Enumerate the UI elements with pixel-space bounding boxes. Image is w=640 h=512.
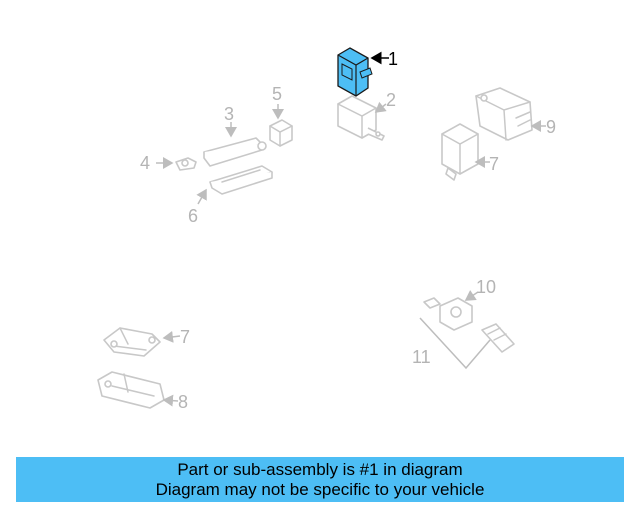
svg-text:7: 7 — [489, 154, 499, 174]
svg-text:10: 10 — [476, 277, 496, 297]
callout-6: 6 — [188, 188, 207, 226]
part-5-sensor[interactable] — [269, 119, 293, 147]
svg-text:7: 7 — [180, 327, 190, 347]
part-6-antenna-long[interactable] — [209, 165, 273, 195]
callout-8: 8 — [162, 392, 188, 412]
part-10-tpms-sensor[interactable] — [439, 297, 473, 331]
parts-diagram: 1 2 3 4 5 — [97, 47, 556, 412]
caption-banner: Part or sub-assembly is #1 in diagram Di… — [16, 457, 624, 502]
svg-text:3: 3 — [224, 104, 234, 124]
part-7-module-lower[interactable] — [103, 327, 161, 357]
callout-2: 2 — [374, 90, 396, 113]
caption-line-2: Diagram may not be specific to your vehi… — [155, 480, 485, 499]
callout-11: 11 — [412, 317, 491, 370]
callout-9: 9 — [530, 117, 556, 137]
svg-text:4: 4 — [140, 153, 150, 173]
part-4-connector[interactable] — [175, 157, 197, 171]
caption-line-1: Part or sub-assembly is #1 in diagram — [177, 460, 463, 479]
callout-1: 1 — [370, 49, 398, 69]
svg-text:11: 11 — [412, 347, 431, 367]
part-8-bracket[interactable] — [97, 371, 165, 409]
callout-5: 5 — [272, 84, 284, 120]
svg-text:8: 8 — [178, 392, 188, 412]
part-7-module-upper[interactable] — [441, 123, 479, 181]
svg-text:5: 5 — [272, 84, 282, 104]
svg-text:9: 9 — [546, 117, 556, 137]
callout-3: 3 — [224, 104, 237, 138]
svg-text:2: 2 — [386, 90, 396, 110]
part-11-valve-stem[interactable] — [423, 297, 515, 353]
callout-10: 10 — [464, 277, 496, 301]
part-2-bracket-module[interactable] — [337, 95, 385, 141]
part-3-antenna[interactable] — [203, 137, 267, 167]
svg-text:1: 1 — [388, 49, 398, 69]
part-1-control-module[interactable] — [337, 47, 373, 97]
callout-4: 4 — [140, 153, 174, 173]
callout-7a: 7 — [474, 154, 499, 174]
callout-7b: 7 — [162, 327, 190, 347]
svg-text:6: 6 — [188, 206, 198, 226]
part-9-mount-bracket[interactable] — [475, 87, 533, 141]
